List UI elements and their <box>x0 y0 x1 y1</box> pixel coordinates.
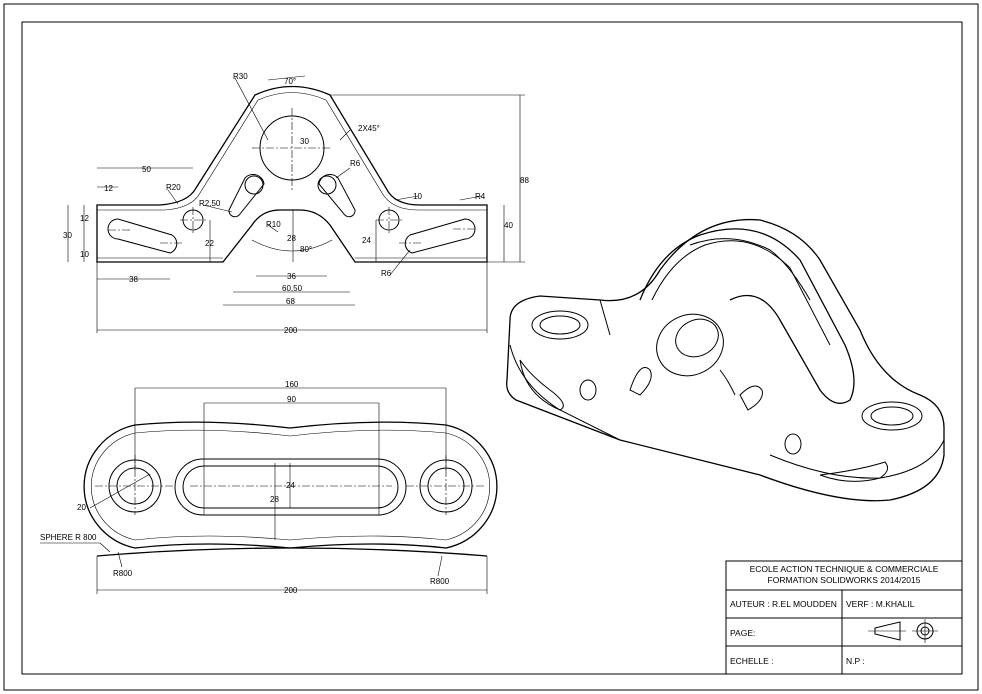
dim-160: 160 <box>285 380 299 389</box>
isometric-view <box>506 218 945 502</box>
dim-r2-50: R2,50 <box>199 199 221 208</box>
dim-r6-top: R6 <box>350 159 361 168</box>
dim-dia-30: 30 <box>300 137 309 146</box>
school-name: ECOLE ACTION TECHNIQUE & COMMERCIALE <box>750 564 939 574</box>
dim-60-50: 60,50 <box>282 284 303 293</box>
dim-dia-20: 20 <box>77 503 86 512</box>
dim-12-left: 12 <box>80 214 89 223</box>
dim-50: 50 <box>142 165 151 174</box>
dim-68: 68 <box>286 297 295 306</box>
np-label: N.P : <box>846 656 865 666</box>
dim-12: 12 <box>104 184 113 193</box>
dim-r800-right: R800 <box>430 577 450 586</box>
dim-r800-left: R800 <box>113 569 133 578</box>
title-block: ECOLE ACTION TECHNIQUE & COMMERCIALE FOR… <box>725 560 963 675</box>
page-label: PAGE: <box>730 628 755 638</box>
dim-10-left: 10 <box>80 250 89 259</box>
dim-r10: R10 <box>266 220 281 229</box>
dim-90: 90 <box>287 395 296 404</box>
dim-40: 40 <box>504 221 513 230</box>
dim-24: 24 <box>362 236 371 245</box>
dim-30-left: 30 <box>63 231 72 240</box>
dim-22: 22 <box>205 239 214 248</box>
dim-24-top: 24 <box>286 481 295 490</box>
dim-angle-80: 80° <box>300 245 312 254</box>
dim-200: 200 <box>284 326 298 335</box>
dim-dia-10: 10 <box>413 192 422 201</box>
outer-border <box>3 3 979 691</box>
dim-28: 28 <box>287 234 296 243</box>
dim-r6-bottom: R6 <box>381 269 392 278</box>
scale-label: ECHELLE : <box>730 656 773 666</box>
verifier-label: VERF : M.KHALIL <box>846 599 915 609</box>
top-view: 160 90 24 28 20 SPHERE R 800 R800 R800 2… <box>40 380 498 595</box>
dim-28-top: 28 <box>270 495 279 504</box>
first-angle-projection-icon <box>868 619 938 643</box>
dim-88: 88 <box>520 176 529 185</box>
inner-border <box>21 21 963 675</box>
author-label: AUTEUR : R.EL MOUDDEN <box>730 599 837 609</box>
dim-angle-70: 70° <box>284 77 296 86</box>
dim-r20: R20 <box>166 183 181 192</box>
dim-sphere-r800: SPHERE R 800 <box>40 533 97 542</box>
dim-chamfer: 2X45° <box>358 124 380 133</box>
front-view: R30 70° 30 2X45° R6 10 R4 50 12 R20 R2,5… <box>63 72 529 335</box>
dim-r30: R30 <box>233 72 248 81</box>
dim-38: 38 <box>129 275 138 284</box>
dim-r4: R4 <box>475 192 486 201</box>
dim-200-top: 200 <box>284 586 298 595</box>
dim-36: 36 <box>287 272 296 281</box>
formation-title: FORMATION SOLIDWORKS 2014/2015 <box>768 575 921 585</box>
